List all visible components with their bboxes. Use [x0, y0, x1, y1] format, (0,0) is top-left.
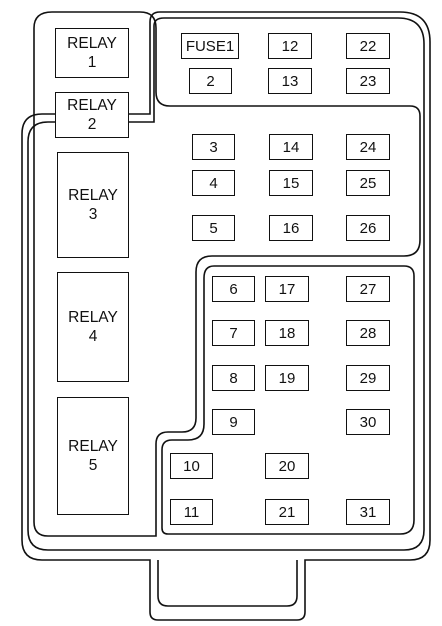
fuse-7: 7	[212, 320, 255, 346]
fuse-13: 13	[268, 68, 312, 94]
relay-4-label: RELAY	[68, 309, 118, 326]
relay-4-number: 4	[88, 328, 98, 345]
fuse-28: 28	[346, 320, 390, 346]
relay-4: RELAY 4	[57, 272, 129, 382]
relay-3-label: RELAY	[68, 187, 118, 204]
fuse-3: 3	[192, 134, 235, 160]
relay-1-label: RELAY	[67, 35, 117, 52]
fuse-1: FUSE1	[181, 33, 239, 59]
fuse-25: 25	[346, 170, 390, 196]
fuse-12: 12	[268, 33, 312, 59]
fuse-9: 9	[212, 409, 255, 435]
fuse-19: 19	[265, 365, 309, 391]
fuse-20: 20	[265, 453, 309, 479]
fuse-17: 17	[265, 276, 309, 302]
relay-1-number: 1	[87, 54, 97, 71]
fuse-8: 8	[212, 365, 255, 391]
relay-3-number: 3	[88, 206, 98, 223]
fuse-29: 29	[346, 365, 390, 391]
relay-1: RELAY 1	[55, 28, 129, 78]
relay-2-label: RELAY	[67, 97, 117, 114]
relay-2-number: 2	[87, 116, 97, 133]
relay-3: RELAY 3	[57, 152, 129, 258]
fuse-2: 2	[189, 68, 232, 94]
fuse-16: 16	[269, 215, 313, 241]
fuse-5: 5	[192, 215, 235, 241]
fuse-11: 11	[170, 499, 213, 525]
fuse-27: 27	[346, 276, 390, 302]
relay-5: RELAY 5	[57, 397, 129, 515]
fuse-21: 21	[265, 499, 309, 525]
fuse-26: 26	[346, 215, 390, 241]
fuse-10: 10	[170, 453, 213, 479]
fuse-4: 4	[192, 170, 235, 196]
fuse-24: 24	[346, 134, 390, 160]
fuse-15: 15	[269, 170, 313, 196]
fuse-23: 23	[346, 68, 390, 94]
relay-2: RELAY 2	[55, 92, 129, 138]
relay-5-label: RELAY	[68, 438, 118, 455]
fuse-18: 18	[265, 320, 309, 346]
fuse-22: 22	[346, 33, 390, 59]
fuse-6: 6	[212, 276, 255, 302]
fuse-30: 30	[346, 409, 390, 435]
fuse-14: 14	[269, 134, 313, 160]
relay-5-number: 5	[88, 457, 98, 474]
fuse-31: 31	[346, 499, 390, 525]
